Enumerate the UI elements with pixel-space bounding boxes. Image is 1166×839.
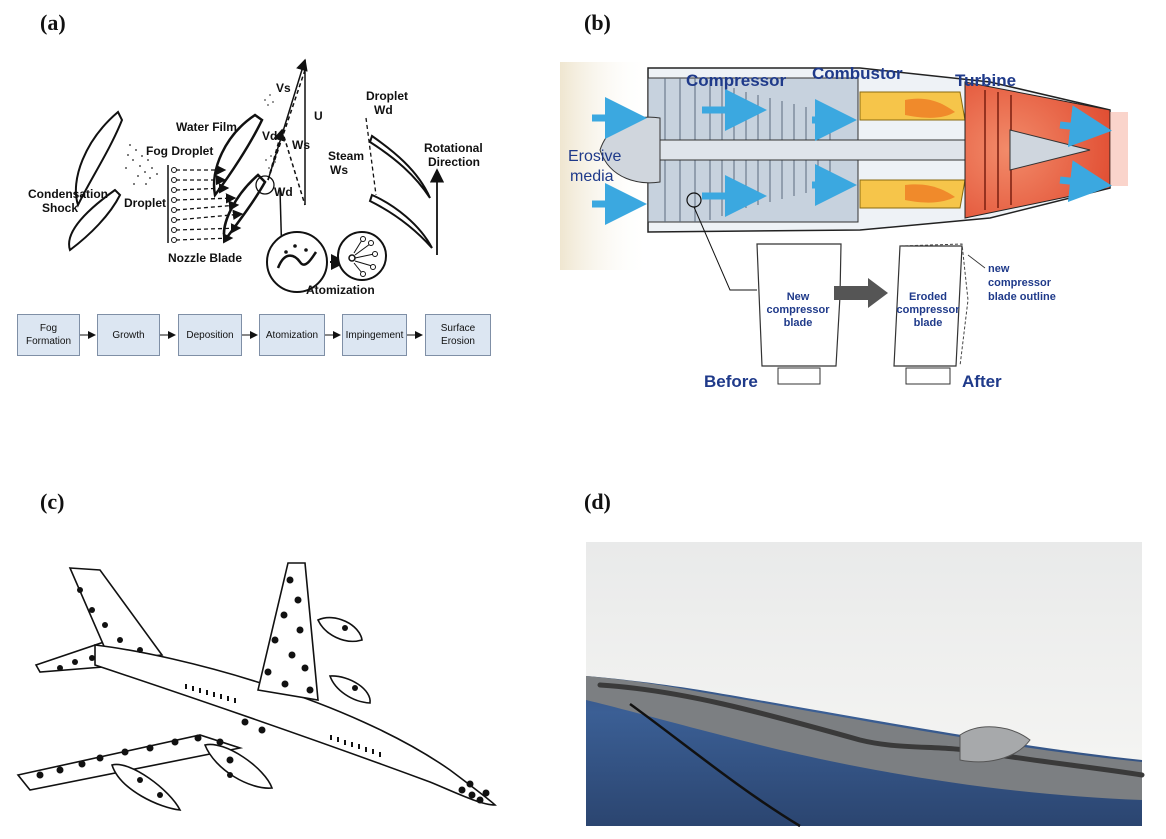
panel-b-letter: (b) bbox=[584, 10, 611, 35]
flow-step-surface-erosion: Surface Erosion bbox=[425, 314, 491, 356]
flow-step-impingement: Impingement bbox=[342, 314, 407, 356]
flow-step-atomization: Atomization bbox=[259, 314, 325, 356]
label-compressor: Compressor bbox=[686, 71, 787, 90]
label-water-film: Water Film bbox=[176, 120, 237, 134]
label-u: U bbox=[314, 109, 323, 123]
flow-step-fog-formation: Fog Formation bbox=[17, 314, 80, 356]
nozzle-blade-lower bbox=[222, 173, 267, 243]
label-combustor: Combustor bbox=[812, 64, 903, 83]
panel-c-aircraft bbox=[16, 562, 497, 811]
label-atomization: Atomization bbox=[306, 283, 375, 297]
stator-blade-upper bbox=[74, 110, 124, 208]
new-blade bbox=[756, 243, 842, 367]
velocity-triangle bbox=[267, 58, 308, 262]
flow-step-growth: Growth bbox=[97, 314, 160, 356]
panel-c-letter: (c) bbox=[40, 489, 65, 514]
label-vs: Vs bbox=[276, 81, 291, 95]
panel-d-letter: (d) bbox=[584, 489, 611, 514]
label-before: Before bbox=[704, 372, 758, 391]
panel-a-letter: (a) bbox=[40, 10, 66, 35]
droplet-trajectories bbox=[175, 164, 244, 244]
label-turbine: Turbine bbox=[955, 71, 1016, 90]
stator-blade-lower bbox=[68, 188, 122, 252]
atomization-circle-left bbox=[266, 231, 328, 293]
flow-step-deposition: Deposition bbox=[178, 314, 242, 356]
fog-droplets bbox=[125, 144, 158, 185]
label-after: After bbox=[962, 372, 1002, 391]
eroded-blade bbox=[893, 245, 963, 367]
label-ws: Ws bbox=[292, 138, 310, 152]
rotor-blade-upper bbox=[368, 134, 431, 199]
impact-dots bbox=[36, 576, 490, 804]
rotor-blade-lower bbox=[368, 193, 433, 249]
airflow-arrows bbox=[592, 89, 1112, 225]
panel-d-eroded-wing-photo bbox=[586, 542, 1145, 828]
label-droplet: Droplet bbox=[124, 196, 166, 210]
label-vd: Vd bbox=[262, 129, 277, 143]
label-wd: Wd bbox=[274, 185, 293, 199]
label-nozzle-blade: Nozzle Blade bbox=[168, 251, 242, 265]
label-fog-droplet: Fog Droplet bbox=[146, 144, 213, 158]
